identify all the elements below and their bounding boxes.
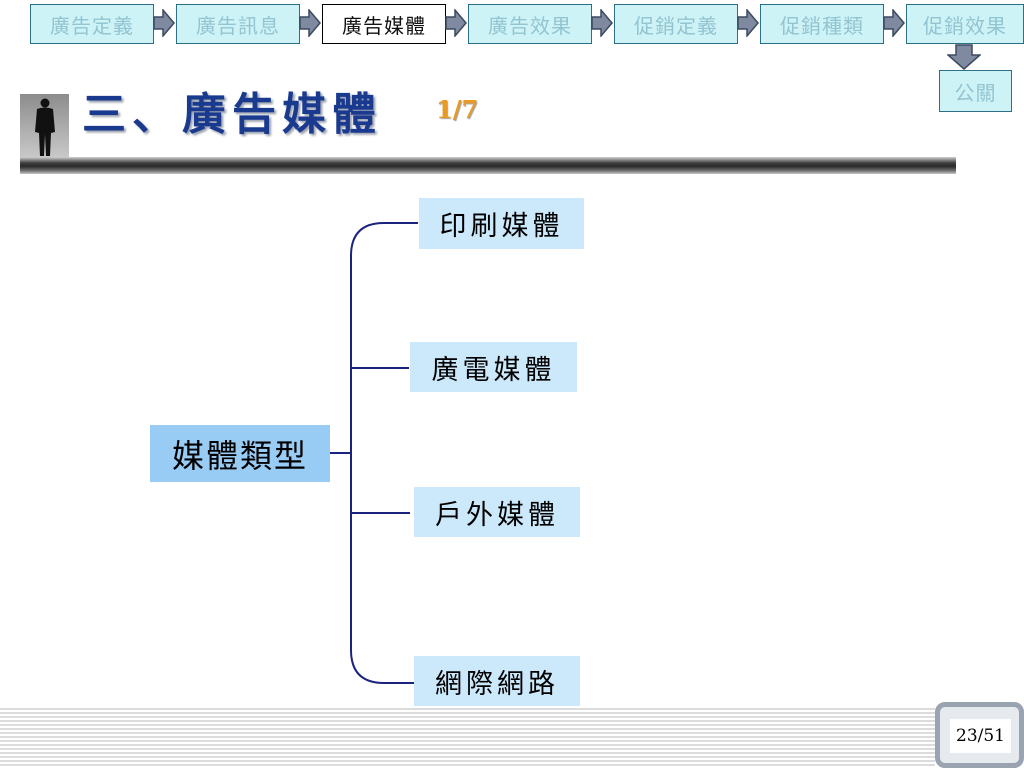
nav-item-promo-effect[interactable]: 促銷效果: [906, 4, 1024, 44]
root-node-media-types: 媒體類型: [150, 425, 330, 482]
page-number-badge: 23/51: [935, 702, 1024, 768]
right-arrow-icon: [737, 9, 759, 37]
nav-item-ad-definition[interactable]: 廣告定義: [30, 4, 154, 44]
right-arrow-icon: [883, 9, 905, 37]
nav-item-ad-effect[interactable]: 廣告效果: [468, 4, 592, 44]
footer-stripe: [0, 706, 935, 768]
right-arrow-icon: [299, 9, 321, 37]
nav-item-ad-message[interactable]: 廣告訊息: [176, 4, 300, 44]
page-number: 23/51: [950, 719, 1011, 753]
tree-bracket-line: [350, 222, 418, 684]
nav-item-ad-media[interactable]: 廣告媒體: [322, 4, 446, 44]
nav-item-promo-types[interactable]: 促銷種類: [760, 4, 884, 44]
title-page-fraction: 1/7: [436, 95, 479, 124]
node-internet: 網際網路: [414, 656, 580, 706]
nav-item-promo-definition[interactable]: 促銷定義: [614, 4, 738, 44]
title-divider-bar: [20, 157, 956, 174]
nav-item-public-relations[interactable]: 公關: [939, 70, 1012, 112]
page-title: 三、廣告媒體: [82, 89, 382, 140]
node-print-media: 印刷媒體: [419, 198, 584, 249]
right-arrow-icon: [445, 9, 467, 37]
person-figure-icon: [20, 94, 69, 158]
down-arrow-icon: [947, 44, 981, 70]
node-outdoor-media: 戶外媒體: [414, 487, 580, 537]
right-arrow-icon: [153, 9, 175, 37]
right-arrow-icon: [591, 9, 613, 37]
node-broadcast-media: 廣電媒體: [410, 342, 577, 392]
